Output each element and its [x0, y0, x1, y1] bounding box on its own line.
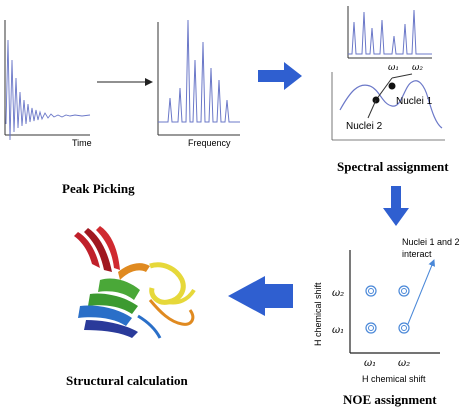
nucleus-dot-2 — [388, 82, 396, 90]
fid-xlabel: Time — [72, 138, 92, 148]
nuclei-2-label: Nuclei 2 — [346, 121, 383, 132]
noe-cross-peak-22 — [398, 285, 410, 297]
nuclei-1-label: Nuclei 1 — [396, 96, 433, 107]
noe-cross-peak-11 — [365, 322, 377, 334]
pointer-line-2 — [391, 73, 413, 79]
caption-structural-calculation: Structural calculation — [66, 373, 188, 388]
blue-arrow-right — [258, 62, 302, 90]
noe-note-line2: interact — [402, 249, 432, 259]
noe-interaction-arrow — [407, 259, 435, 325]
peak-omega2-label: ω₂ — [412, 63, 423, 73]
pointer-line-3 — [367, 99, 377, 119]
spectrum-xlabel: Frequency — [188, 138, 231, 148]
caption-noe-assignment: NOE assignment — [343, 392, 437, 407]
noe-cross-peak-21 — [398, 322, 410, 334]
caption-peak-picking: Peak Picking — [62, 181, 135, 196]
noe-x-tick-omega2: ω₂ — [398, 358, 410, 369]
peak-omega1-label: ω₁ — [388, 63, 399, 73]
protein-structure — [74, 226, 196, 339]
noe-panel: Nuclei 1 and 2 interact H chemical shift… — [313, 237, 460, 384]
noe-note-line1: Nuclei 1 and 2 — [402, 237, 460, 247]
pointer-line-1 — [375, 77, 393, 101]
noe-cross-peak-12 — [365, 285, 377, 297]
noe-ylabel: H chemical shift — [313, 282, 323, 346]
noe-x-tick-omega1: ω₁ — [364, 358, 376, 369]
noe-y-tick-omega2: ω₂ — [332, 288, 344, 299]
blue-arrow-left — [228, 276, 293, 316]
spectrum-panel: Frequency — [157, 19, 240, 148]
blue-arrow-down — [383, 186, 409, 226]
spectrum-signal — [158, 19, 240, 123]
noe-y-tick-omega1: ω₁ — [332, 325, 344, 336]
assignment-spectrum — [348, 9, 432, 55]
assignment-panel: ω₁ ω₂ Nuclei 1 Nuclei 2 — [331, 6, 445, 141]
fid-signal — [5, 39, 91, 141]
fid-panel: Time — [4, 20, 92, 148]
noe-xlabel: H chemical shift — [362, 374, 426, 384]
caption-spectral-assignment: Spectral assignment — [337, 159, 449, 174]
energy-curve — [339, 80, 443, 129]
